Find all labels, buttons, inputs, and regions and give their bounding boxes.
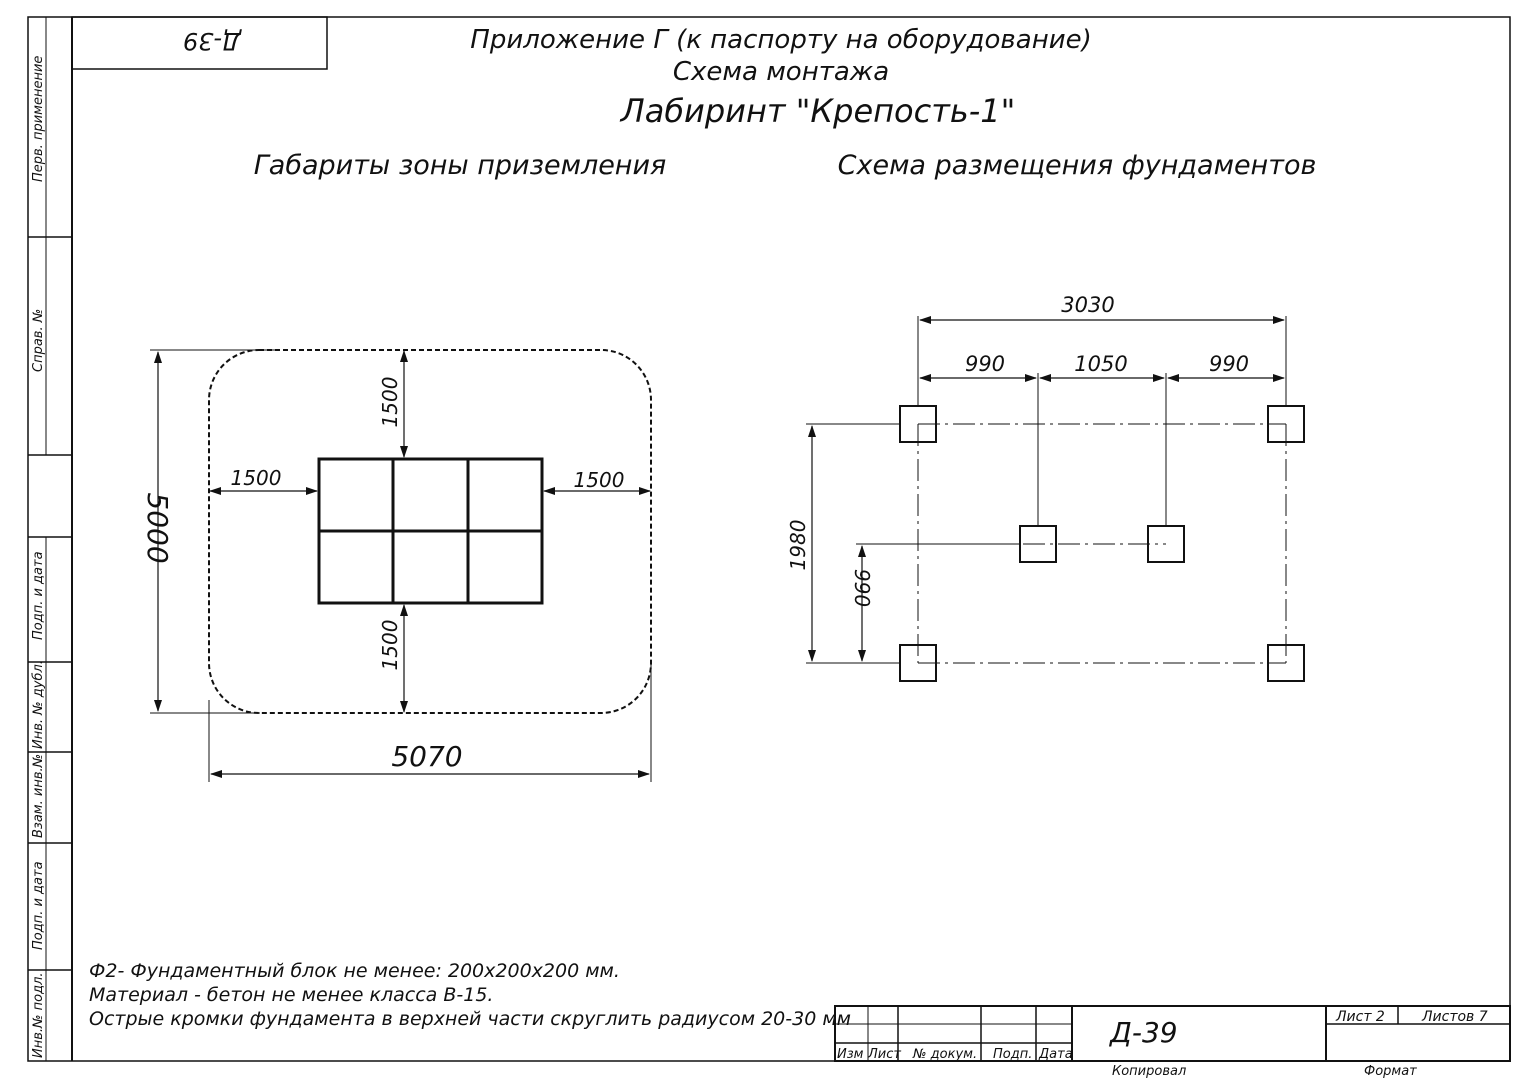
dim-vert-half-label: 990 — [850, 569, 874, 607]
corner-code: Д-39 — [183, 27, 242, 55]
margin-podp-i-data-1: Подп. и дата — [31, 551, 46, 640]
foundation-block — [1019, 525, 1057, 563]
dim-top-label: 1500 — [378, 377, 402, 428]
landing-zone-outline — [208, 349, 652, 714]
title-block: Изм Лист № докум. Подп. Дата Д-39 Лист 2… — [834, 1005, 1511, 1079]
margin-podp-i-data-2: Подп. и дата — [31, 861, 46, 950]
dim-seg1-label: 990 — [965, 352, 1005, 376]
title-block-col-doc: № докум. — [912, 1047, 977, 1062]
title-block-col-list: Лист — [867, 1047, 901, 1062]
title-block-col-podp: Подп. — [993, 1047, 1032, 1062]
title-line-3: Лабиринт "Крепость-1" — [620, 92, 1016, 130]
note-line-3: Острые кромки фундамента в верхней части… — [89, 1008, 851, 1030]
margin-labels: Перв. применение Справ. № Подп. и дата И… — [31, 56, 46, 1058]
sheet-titles: Приложение Г (к паспорту на оборудование… — [254, 25, 1317, 181]
dim-right-label: 1500 — [574, 468, 625, 492]
title-block-code: Д-39 — [1108, 1016, 1178, 1049]
left-diagram-heading: Габариты зоны приземления — [254, 150, 667, 181]
margin-inv-no-dubl: Инв. № дубл. — [31, 660, 46, 749]
notes: Ф2- Фундаментный блок не менее: 200х200х… — [89, 960, 851, 1030]
margin-vzam-inv-no: Взам. инв.№ — [31, 754, 46, 838]
foundation-block — [899, 405, 937, 443]
dim-width-label: 5070 — [391, 740, 462, 773]
title-line-1: Приложение Г (к паспорту на оборудование… — [470, 25, 1091, 55]
title-line-2: Схема монтажа — [673, 57, 889, 87]
note-line-1: Ф2- Фундаментный блок не менее: 200х200х… — [89, 960, 620, 982]
dim-seg3-label: 990 — [1209, 352, 1249, 376]
landing-zone-diagram: 5000 5070 1500 1500 1500 1500 — [141, 349, 652, 782]
dim-left-label: 1500 — [231, 466, 282, 490]
right-diagram-heading: Схема размещения фундаментов — [838, 150, 1317, 181]
foundation-block — [899, 644, 937, 682]
title-block-col-izm: Изм — [837, 1047, 864, 1062]
title-block-col-data: Дата — [1038, 1047, 1073, 1062]
dim-bottom-label: 1500 — [378, 620, 402, 671]
note-line-2: Материал - бетон не менее класса В-15. — [89, 984, 493, 1006]
dim-vert-total-label: 1980 — [786, 520, 810, 571]
title-block-kopiroval: Копировал — [1112, 1064, 1186, 1079]
dim-height-label: 5000 — [141, 492, 174, 563]
foundation-block — [1267, 644, 1305, 682]
foundation-block — [1267, 405, 1305, 443]
margin-perv-primenenie: Перв. применение — [31, 56, 46, 182]
sheet-frame — [27, 16, 1511, 1062]
foundation-block — [1147, 525, 1185, 563]
title-block-sheets: Листов 7 — [1421, 1009, 1488, 1025]
title-block-format: Формат — [1364, 1064, 1417, 1079]
dim-total-label: 3030 — [1061, 293, 1114, 317]
margin-sprav-no: Справ. № — [31, 309, 46, 372]
equipment-footprint — [317, 457, 544, 605]
foundation-layout-diagram: 3030 990 1050 990 1980 990 — [786, 293, 1305, 682]
dim-seg2-label: 1050 — [1074, 352, 1127, 376]
margin-inv-no-podl: Инв.№ подл. — [31, 972, 46, 1058]
title-block-sheet: Лист 2 — [1335, 1009, 1385, 1025]
